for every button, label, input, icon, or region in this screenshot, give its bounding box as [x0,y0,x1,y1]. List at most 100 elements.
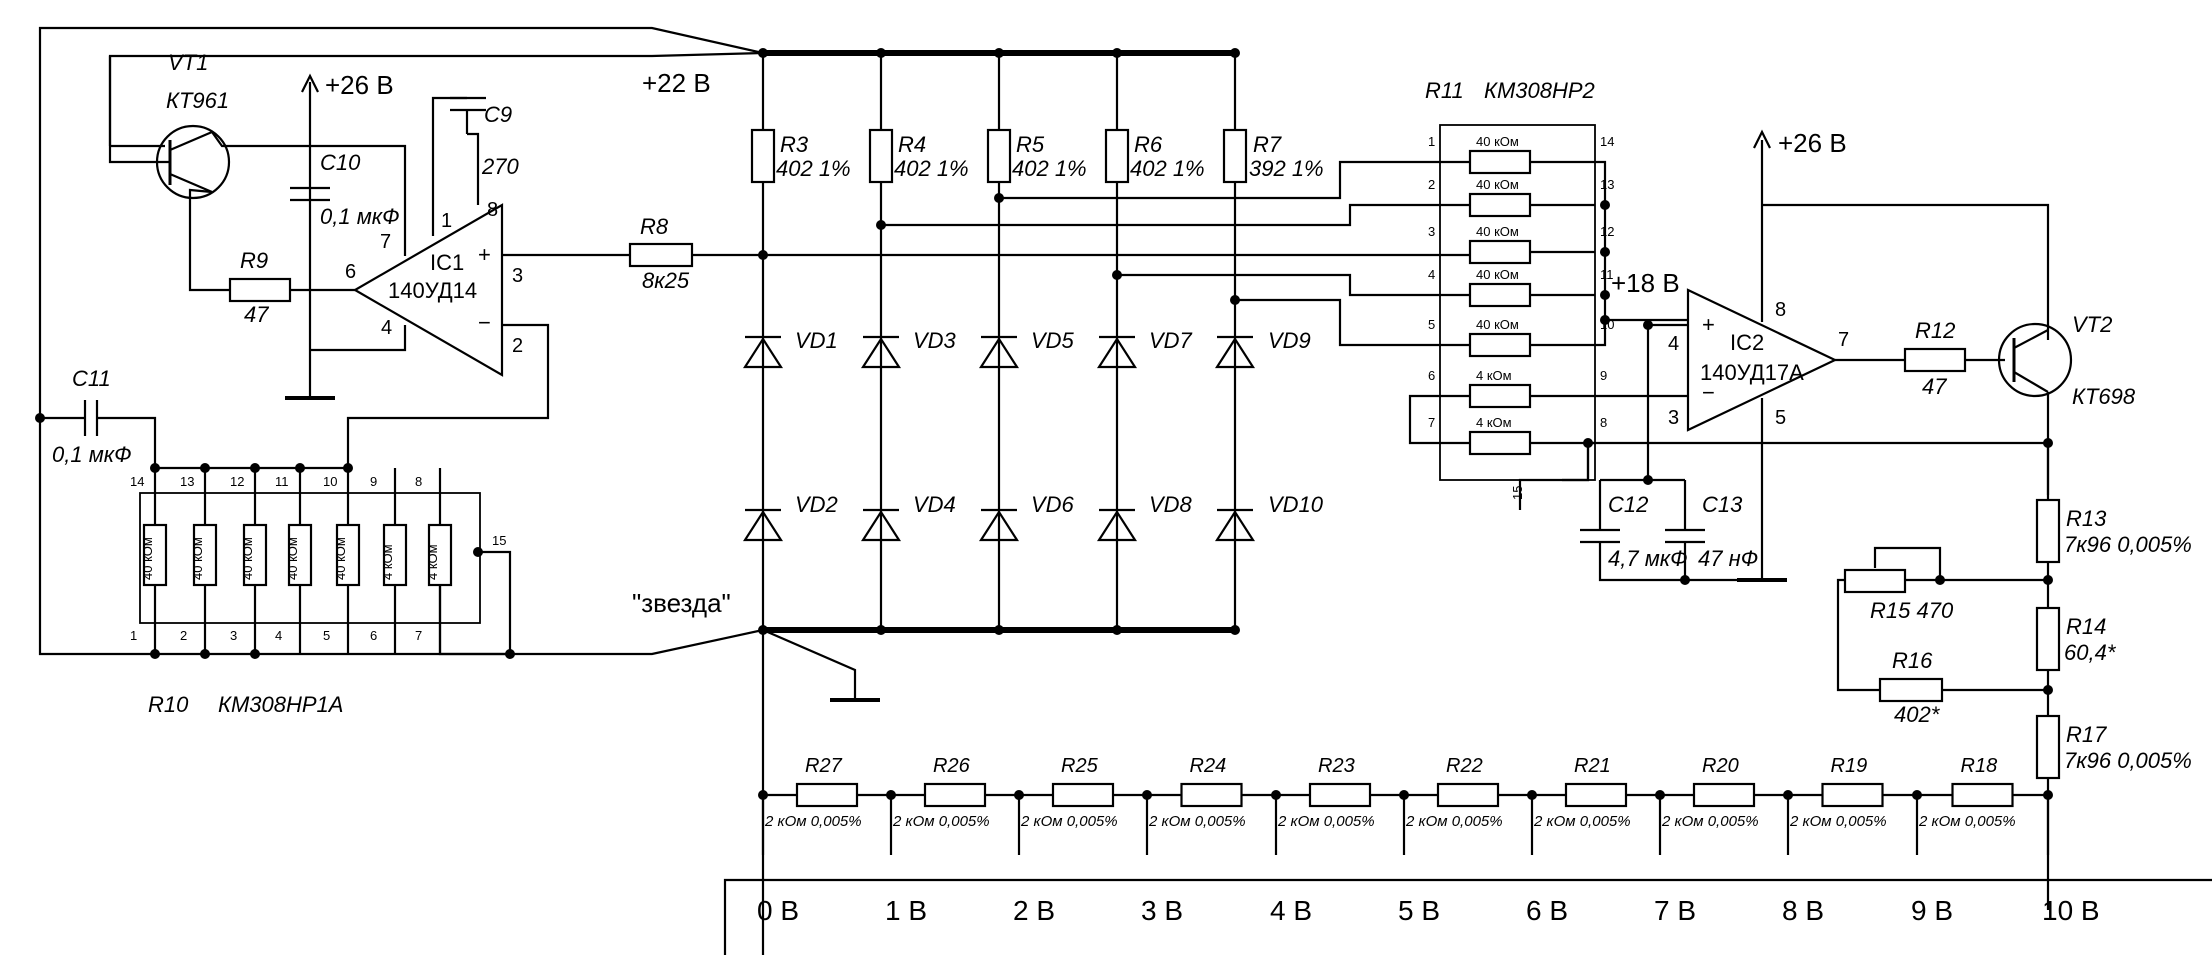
r11-resistor [1468,282,1532,308]
r13-ref: R13 [2066,506,2107,531]
ic2-plus: + [1702,312,1715,337]
diode-body [742,336,784,369]
r10-value: 40 кОм [240,537,255,580]
ladder-resistor [1180,782,1243,808]
ladder-value: 2 кОм 0,005% [1789,813,1887,830]
ic1-pin7: 7 [380,231,391,253]
junction-dot [886,790,896,800]
ic2-type: 140УД17А [1700,360,1804,385]
wire-r11-tap [881,203,1470,227]
vd1-label: VD1 [795,328,838,353]
wire-r15 [1836,578,2048,692]
ladder-value: 2 кОм 0,005% [764,813,862,830]
ladder-resistor [923,782,987,808]
r10-type: КМ308НР1А [218,692,343,717]
c11-value: 0,1 мкФ [52,442,132,467]
junction-dot [758,48,768,58]
r11-resistor [1468,192,1532,218]
r16-resistor [1878,677,1944,703]
r10-bottom-pin: 7 [415,628,422,643]
r6-ref: R6 [1134,132,1163,157]
r12-value: 47 [1922,374,1947,399]
diode-body [1096,509,1138,542]
r11-left-pin: 1 [1428,134,1435,149]
c13-value: 47 нФ [1698,546,1758,571]
wire-star-ground [762,628,857,700]
ladder-value: 2 кОм 0,005% [1277,813,1375,830]
vd4-label: VD4 [913,492,956,517]
r11-right-pin: 11 [1600,267,1614,282]
wire-c12 [1562,443,1590,482]
junction-dot [1643,475,1653,485]
ic2-pin8: 8 [1775,299,1786,321]
ladder-ref: R20 [1702,755,1739,777]
r11-left-pin: 4 [1428,267,1435,282]
r15-resistor [1843,568,1907,594]
junction-dot [473,547,483,557]
r10-top-pin: 9 [370,474,377,489]
vd6-label: VD6 [1031,492,1075,517]
junction-dot [1527,790,1537,800]
ladder-ref: R18 [1961,755,1998,777]
r10-value: 4 кОм [425,544,440,580]
ladder-ref: R26 [933,755,971,777]
r11-pin15: 15 [1510,486,1525,500]
ladder-resistor [1692,782,1756,808]
junction-dot [1230,295,1240,305]
r11-type: КМ308НР2 [1484,78,1595,103]
ic1-pin2: 2 [512,335,523,357]
ic2-pin5: 5 [1775,407,1786,429]
r7-value: 392 1% [1249,156,1324,181]
column-resistor [986,128,1012,184]
junction-dot [2043,790,2053,800]
r11-value: 40 кОм [1476,267,1519,282]
vt1-ref: VT1 [168,50,208,75]
r17-ref: R17 [2066,722,2107,747]
r10-value: 4 кОм [380,544,395,580]
junction-dot [1112,625,1122,635]
wire-r11-tap [999,160,1470,200]
column-resistor [868,128,894,184]
label-star: "звезда" [632,588,731,618]
vt2-ref: VT2 [2072,312,2112,337]
ladder-resistor [1821,782,1884,808]
junction-dot [1230,48,1240,58]
junction-dot [758,790,768,800]
r11-right-pin: 9 [1600,368,1607,383]
c12-value: 4,7 мкФ [1608,546,1688,571]
vt1-collector [169,130,213,152]
ladder-value: 2 кОм 0,005% [1020,813,1118,830]
junction-dot [1112,48,1122,58]
label-26v-right: +26 В [1778,128,1847,158]
ladder-resistor [1564,782,1628,808]
column-resistor [750,128,776,184]
ladder-ref: R22 [1446,755,1483,777]
column-resistor [1222,128,1248,184]
junction-dot [1142,790,1152,800]
r8-resistor [628,242,694,268]
r14-resistor [2035,606,2061,672]
r11-right-pin: 12 [1600,224,1614,239]
ladder-resistor [1436,782,1500,808]
junction-dot [250,463,260,473]
vt1-wire-base [108,56,170,164]
ladder-value: 2 кОм 0,005% [1918,813,2016,830]
ladder-ref: R25 [1061,755,1099,777]
r11-value: 40 кОм [1476,134,1519,149]
output-bracket [723,878,2212,955]
junction-dot [35,413,45,423]
arrow-26v-right [1753,129,1771,149]
junction-dot [1600,315,1610,325]
r11-left-pin: 7 [1428,415,1435,430]
r10-top-pin: 8 [415,474,422,489]
r11-resistor [1468,239,1532,265]
junction-dot [2043,438,2053,448]
r10-value: 40 кОм [333,537,348,580]
vd5-label: VD5 [1031,328,1075,353]
r17-value: 7к96 0,005% [2064,748,2192,773]
